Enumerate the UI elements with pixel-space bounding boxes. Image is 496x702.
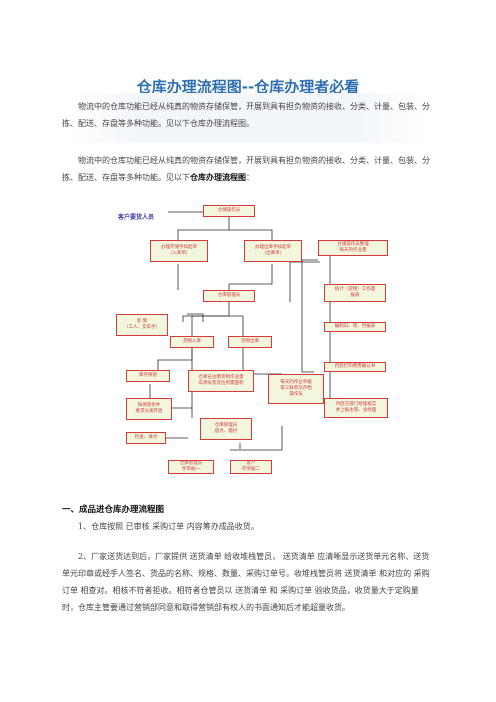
intro-highlight bbox=[70, 93, 426, 143]
flowchart-connectors bbox=[149, 211, 331, 451]
card-save-box: 仓库管理员 存单据一 bbox=[168, 460, 214, 474]
step-2-text: 2、厂家送货达到后，厂家提供 送货清单 给收堆栈管员， 送货清单 应清晰显示送货… bbox=[62, 552, 430, 612]
intro-paragraph: 物流中的仓库功能已经从纯真的物资存储保管，开展到具有担负物资的接收、分类、计量、… bbox=[62, 102, 430, 128]
provide-storage-box: 按保管条件 要求分类存放 bbox=[126, 398, 172, 420]
customer-copy-box: 客户 存单据二 bbox=[230, 460, 272, 474]
inbound-form-box: 办理存储手续起单 （入库单） bbox=[150, 240, 208, 262]
step-1-text: 1、仓库按照 已审核 采购订单 内容筹办成品收货。 bbox=[78, 522, 259, 531]
body-text: 物流中的仓库功能已经从纯真的物资存储保管，开展到具有担负物资的接收、分类、计量、… bbox=[62, 156, 430, 182]
check-clean-box: 检查、清点 bbox=[126, 432, 166, 444]
weekly-report-box: 编制日、周、月报表 bbox=[324, 322, 386, 332]
page-title: 仓库办理流程图--仓库办理者必看 bbox=[136, 78, 360, 96]
warehouse-keeper-box: 仓库管理员 bbox=[203, 290, 255, 302]
finance-box: 月底交部门经理核实 并上报主管、总经理 bbox=[324, 398, 388, 418]
assign-location-box: 仓库员注明货物作业量 车牌号及货位所需面积 bbox=[188, 370, 254, 392]
body-text-end: ： bbox=[246, 173, 254, 182]
goods-out-box: 货物出库 bbox=[228, 336, 272, 348]
unload-box: 装 卸 （工人、叉车手） bbox=[116, 314, 168, 336]
flowchart: 客户要货人员 仓储操作员 办理存储手续起单 （入库单） 办理出库手续起单 （出库… bbox=[110, 198, 400, 474]
keeper-check-box: 仓库管理员 盘点、稽付 bbox=[200, 418, 252, 440]
customer-label: 客户要货人员 bbox=[118, 214, 155, 221]
body-paragraph: 物流中的仓库功能已经从纯真的物资存储保管，开展到具有担负物资的接收、分类、计量、… bbox=[62, 152, 434, 186]
section-heading: 一、成品进仓库办理流程图 bbox=[62, 505, 165, 515]
flowchart-link-text: 仓库办理流程图 bbox=[190, 172, 246, 182]
storage-box: 库存保管 bbox=[126, 370, 170, 382]
goods-in-box: 货物入库 bbox=[170, 336, 214, 348]
ops-staff-box: 仓储操作员 bbox=[203, 205, 255, 217]
stats-report-box: 统计（货物）工作量 报表 bbox=[324, 284, 386, 302]
ops-daily-box: 仓储操作员整理 每天的作业量 bbox=[318, 240, 388, 256]
order-pick-box: 每天的作业单据 第三联单交存档 操作员 bbox=[268, 374, 324, 404]
monthly-print-box: 月底打印费用确认书 bbox=[324, 362, 386, 372]
outbound-form-box: 办理出库手续起单 （出库单） bbox=[244, 240, 302, 262]
